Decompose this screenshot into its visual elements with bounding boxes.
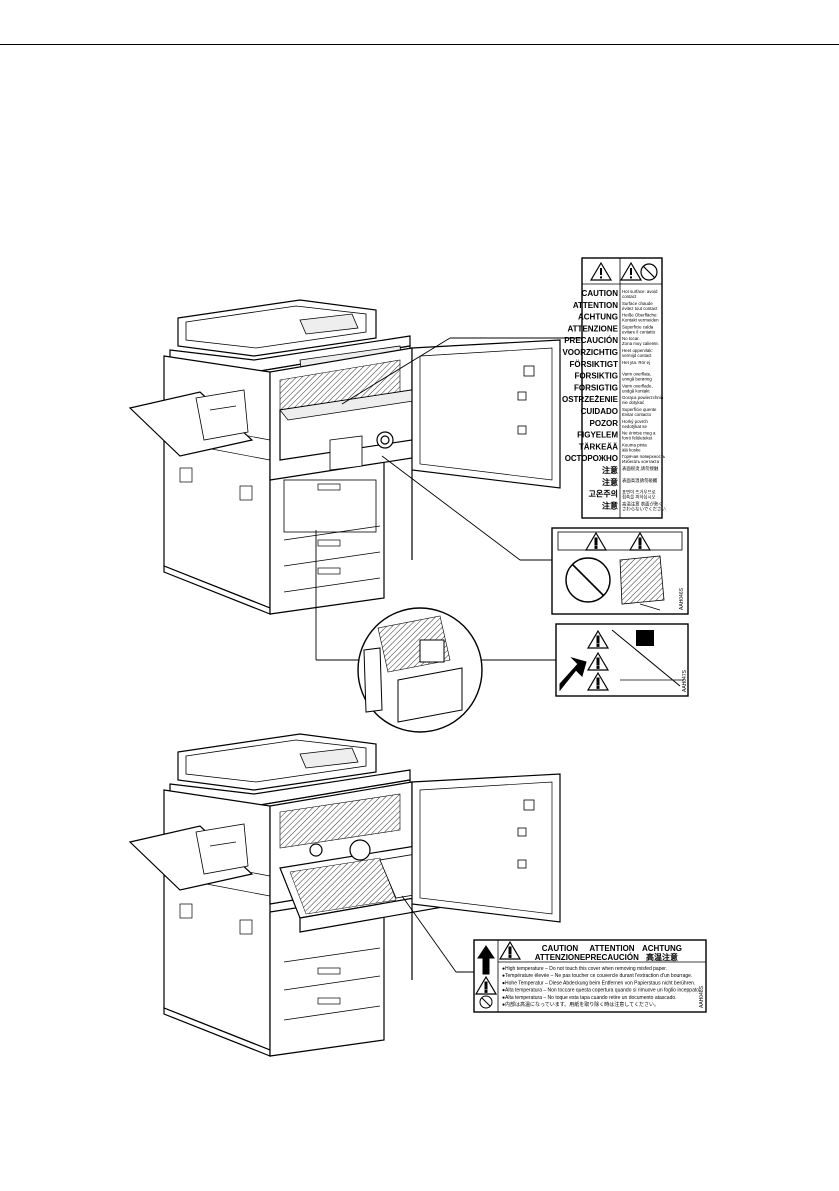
caution-word: FÖRSIKTIGT bbox=[570, 360, 619, 369]
caution-desc: Gorąca powierzchnia bbox=[622, 395, 664, 400]
caution-word: TÄRKEÄÄ bbox=[579, 442, 618, 451]
caution-line: ●Alta temperatura – No toque esta tapa c… bbox=[502, 995, 677, 1001]
caution-desc: Hot surface: avoid bbox=[622, 289, 658, 294]
caution-line: ●High temperature – Do not touch this co… bbox=[502, 966, 667, 972]
caution-word: ACHTUNG bbox=[578, 313, 618, 322]
caution-word: ATTENTION bbox=[573, 301, 618, 310]
caution-word: 注意 bbox=[602, 465, 618, 475]
caution-desc: 表面很烫,请勿接触 bbox=[622, 465, 659, 472]
caution-word: FORSIGTIG bbox=[574, 383, 618, 392]
caution-desc: unngå berøring bbox=[622, 377, 652, 382]
caution-desc: Избегать контакта bbox=[622, 459, 660, 464]
caution-desc: contact bbox=[622, 294, 637, 299]
caution-desc: Superfície quente bbox=[622, 407, 657, 412]
caution-line: ●Température élevée – Ne pas toucher ce … bbox=[502, 973, 692, 979]
caution-desc: évitez tout contact bbox=[622, 306, 658, 311]
caution-heading: 高温注意 bbox=[646, 952, 678, 962]
bilingual-caution-label bbox=[473, 939, 707, 1013]
caution-desc: undgå kontakt bbox=[622, 388, 650, 393]
multilingual-caution-label bbox=[581, 257, 663, 519]
caution-desc: älä koske bbox=[622, 447, 641, 452]
caution-word: ATTENZIONE bbox=[567, 324, 618, 333]
caution-desc: 表面高溫請勿碰觸 bbox=[622, 477, 658, 484]
caution-word: 고온주의 bbox=[589, 489, 618, 499]
caution-desc: nie dotykać bbox=[622, 400, 645, 405]
copier-front-door-open bbox=[128, 299, 561, 615]
caution-desc: evitare il contatto bbox=[622, 329, 656, 334]
page-top-rule bbox=[0, 44, 839, 45]
caution-desc: Surface chaude bbox=[622, 301, 653, 306]
caution-desc: No tocar. bbox=[622, 336, 640, 341]
caution-word: CUIDADO bbox=[581, 407, 618, 416]
caution-line: ●Hohe Temperatur – Diese Abdeckung beim … bbox=[502, 980, 695, 986]
caution-word: ОСТОРОЖНО bbox=[565, 454, 618, 463]
caution-desc: Evitar contacto bbox=[622, 412, 652, 417]
caution-word: FIGYELEM bbox=[577, 431, 618, 440]
magnified-detail bbox=[357, 607, 483, 733]
caution-word: 注意 bbox=[602, 500, 618, 510]
caution-desc: さわらないでください bbox=[622, 505, 666, 512]
label-code-bottom: AAH048S bbox=[699, 985, 705, 1008]
caution-desc: Zona muy caliente. bbox=[622, 341, 659, 346]
caution-desc: Horký povrch bbox=[622, 419, 648, 424]
copier-fusing-unit-extended bbox=[128, 733, 561, 1057]
caution-word: PRECAUCIÓN bbox=[564, 336, 618, 345]
hot-surface-pictogram-label bbox=[551, 527, 689, 615]
caution-desc: Ne érintse meg a bbox=[622, 431, 656, 436]
caution-heading: ATTENZIONE bbox=[535, 953, 586, 962]
caution-heading: ATTENTION bbox=[589, 944, 634, 953]
caution-desc: nedotýkat se bbox=[622, 424, 647, 429]
caution-word: FORSIKTIG bbox=[574, 372, 618, 381]
caution-heading: PRECAUCIÓN bbox=[585, 953, 639, 962]
caution-heading: ACHTUNG bbox=[642, 944, 682, 953]
caution-line: ●Alta temperatura – Non toccare questa c… bbox=[502, 988, 700, 994]
caution-desc: Varm overflade, bbox=[622, 383, 653, 388]
caution-line: ●内部は高温になっています。用紙を取り除く時は注意してください。 bbox=[502, 1001, 659, 1008]
caution-desc: Горячая поверхность bbox=[622, 454, 666, 459]
caution-desc: Varm overflate, bbox=[622, 372, 651, 377]
up-arrow-icon bbox=[477, 945, 495, 975]
caution-desc: Heiße Oberfläche: bbox=[622, 313, 658, 318]
caution-desc: Heet oppervlak: bbox=[622, 348, 653, 353]
caution-desc: 표면이 뜨거우므로 bbox=[622, 489, 656, 496]
arrow-warning-label bbox=[555, 623, 689, 697]
caution-desc: Het yta. Rör ej bbox=[622, 360, 650, 365]
down-left-arrow-icon bbox=[559, 656, 587, 692]
bilingual-label-lines: ●High temperature – Do not touch this co… bbox=[502, 966, 700, 1008]
caution-word: VOORZICHTIG bbox=[562, 348, 618, 357]
caution-word: OSTRZEŻENIE bbox=[562, 395, 619, 404]
label-code-mid: AAH046S bbox=[679, 587, 685, 610]
caution-word: CAUTION bbox=[582, 289, 619, 298]
bottom-leader-lines bbox=[401, 895, 474, 973]
caution-desc: 접촉을 피하십시오 bbox=[622, 494, 656, 501]
caution-word: POZOR bbox=[590, 419, 619, 428]
caution-desc: Superficie calda bbox=[622, 324, 654, 329]
caution-desc: Kuuma pinta bbox=[622, 442, 647, 447]
caution-word: 注意 bbox=[602, 477, 618, 487]
label-code-low: AAH047S bbox=[682, 669, 688, 692]
caution-desc: Kontakt vermeiden bbox=[622, 318, 659, 323]
caution-desc: vermijd contact bbox=[622, 353, 652, 358]
caution-heading: CAUTION bbox=[542, 944, 579, 953]
caution-desc: 高温注意 表面が熱く bbox=[622, 500, 663, 507]
caution-desc: forró felületeket bbox=[622, 436, 653, 441]
